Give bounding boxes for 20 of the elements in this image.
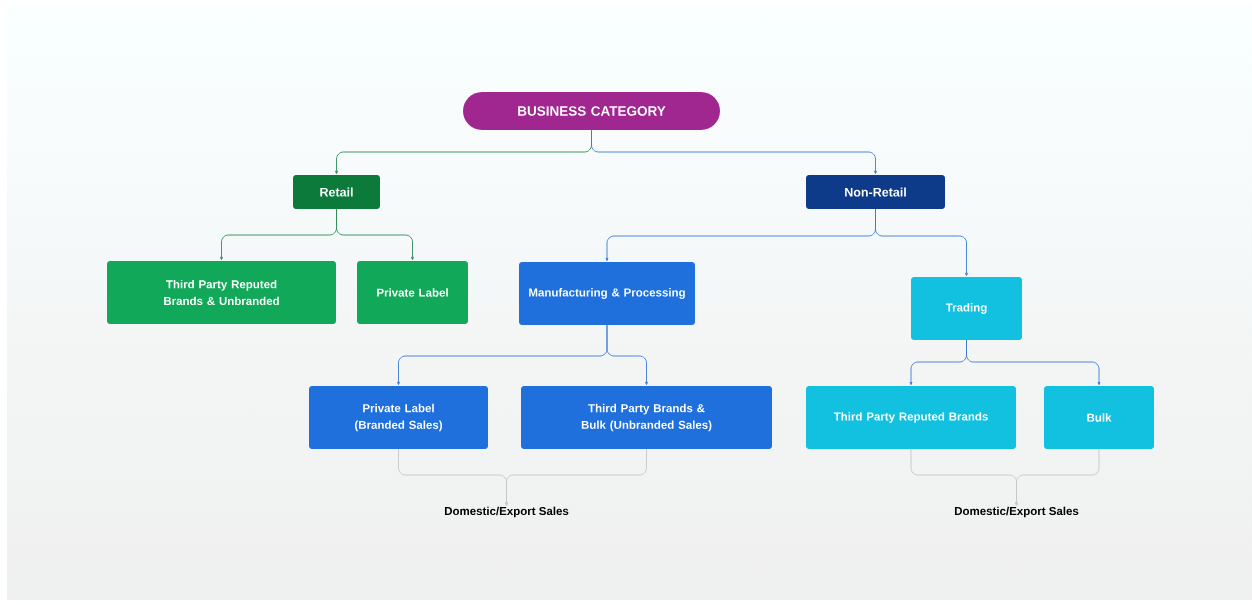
connector-arrow xyxy=(336,208,414,261)
category-pill: BUSINESS CATEGORY xyxy=(463,92,720,130)
connector-arrow xyxy=(966,339,1101,386)
connector-arrow xyxy=(875,208,968,277)
category-box: Private Label xyxy=(357,261,468,324)
sales-label: Domestic/Export Sales xyxy=(954,506,1079,518)
sales-label: Domestic/Export Sales xyxy=(444,506,569,518)
connector-arrow xyxy=(606,324,648,386)
category-box: Third Party Reputed Brands & Unbranded xyxy=(107,261,336,324)
category-box: Third Party Brands & Bulk (Unbranded Sales) xyxy=(521,386,772,449)
category-box: Private Label (Branded Sales) xyxy=(309,386,488,449)
category-box: Trading xyxy=(911,277,1022,340)
connector-arrow xyxy=(591,129,877,175)
connector-arrow xyxy=(505,448,647,506)
category-box: Third Party Reputed Brands xyxy=(806,386,1016,449)
category-box: Retail xyxy=(293,175,380,209)
category-box: Manufacturing & Processing xyxy=(519,262,695,325)
connector-arrow xyxy=(1015,448,1100,506)
category-box: Bulk xyxy=(1044,386,1154,449)
category-box: Non-Retail xyxy=(806,175,945,209)
